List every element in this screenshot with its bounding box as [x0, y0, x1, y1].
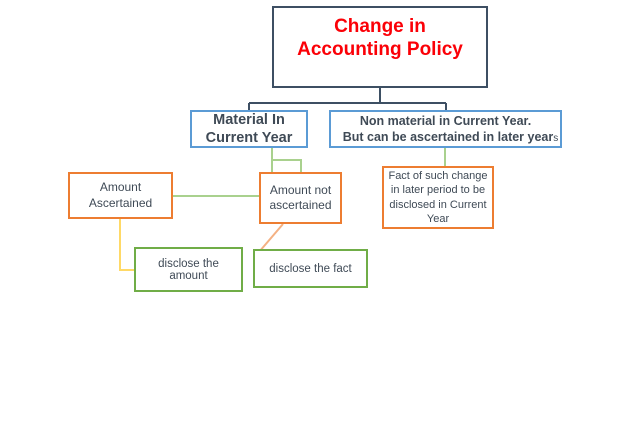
node-fact-of-such-change[interactable]: Fact of such change in later period to b…	[382, 166, 494, 229]
node-disclose-amount-label: disclose the amount	[158, 257, 219, 282]
node-material-label: Material In Current Year	[192, 111, 306, 148]
node-root-line1: Change in	[334, 16, 426, 37]
node-ascertained-line1: Amount	[99, 180, 142, 195]
node-material-line1: Material In	[213, 111, 285, 128]
node-nonmaterial-line2-main: But can be ascertained in later year	[342, 129, 554, 144]
node-non-material-in-current-year[interactable]: Non material in Current Year. But can be…	[329, 110, 562, 148]
node-fact-label: Fact of such change in later period to b…	[388, 169, 488, 225]
node-material-line2: Current Year	[205, 130, 293, 146]
node-root-line2: Accounting Policy	[297, 39, 463, 61]
node-material-in-current-year[interactable]: Material In Current Year	[190, 110, 308, 148]
node-change-in-accounting-policy[interactable]: Change in Accounting Policy	[272, 6, 488, 88]
node-amount-ascertained[interactable]: Amount Ascertained	[68, 172, 173, 219]
node-nonmaterial-line1: Non material in Current Year.	[359, 114, 532, 128]
node-not-ascertained-line2: ascertained	[269, 198, 332, 212]
node-ascertained-label: Amount Ascertained	[70, 180, 171, 211]
connector-not-ascertained-to-disclose-fact	[258, 223, 284, 253]
connector-material-to-not-ascertained	[272, 159, 302, 172]
node-amount-not-ascertained[interactable]: Amount not ascertained	[259, 172, 342, 224]
node-disclose-the-amount[interactable]: disclose the amount	[134, 247, 243, 292]
connector-material-to-ascertained	[173, 148, 273, 197]
node-not-ascertained-label: Amount not ascertained	[261, 183, 340, 214]
node-nonmaterial-line2: But can be ascertained in later years	[342, 129, 559, 145]
connector-ascertained-to-disclose-amount	[119, 219, 134, 271]
node-nonmaterial-line2-tail: s	[553, 132, 559, 144]
node-not-ascertained-line1: Amount not	[269, 182, 332, 197]
node-root-label: Change in Accounting Policy	[274, 15, 486, 61]
node-ascertained-line2: Ascertained	[88, 195, 153, 210]
node-disclose-the-fact[interactable]: disclose the fact	[253, 249, 368, 288]
node-disclose-fact-label: disclose the fact	[269, 262, 352, 275]
